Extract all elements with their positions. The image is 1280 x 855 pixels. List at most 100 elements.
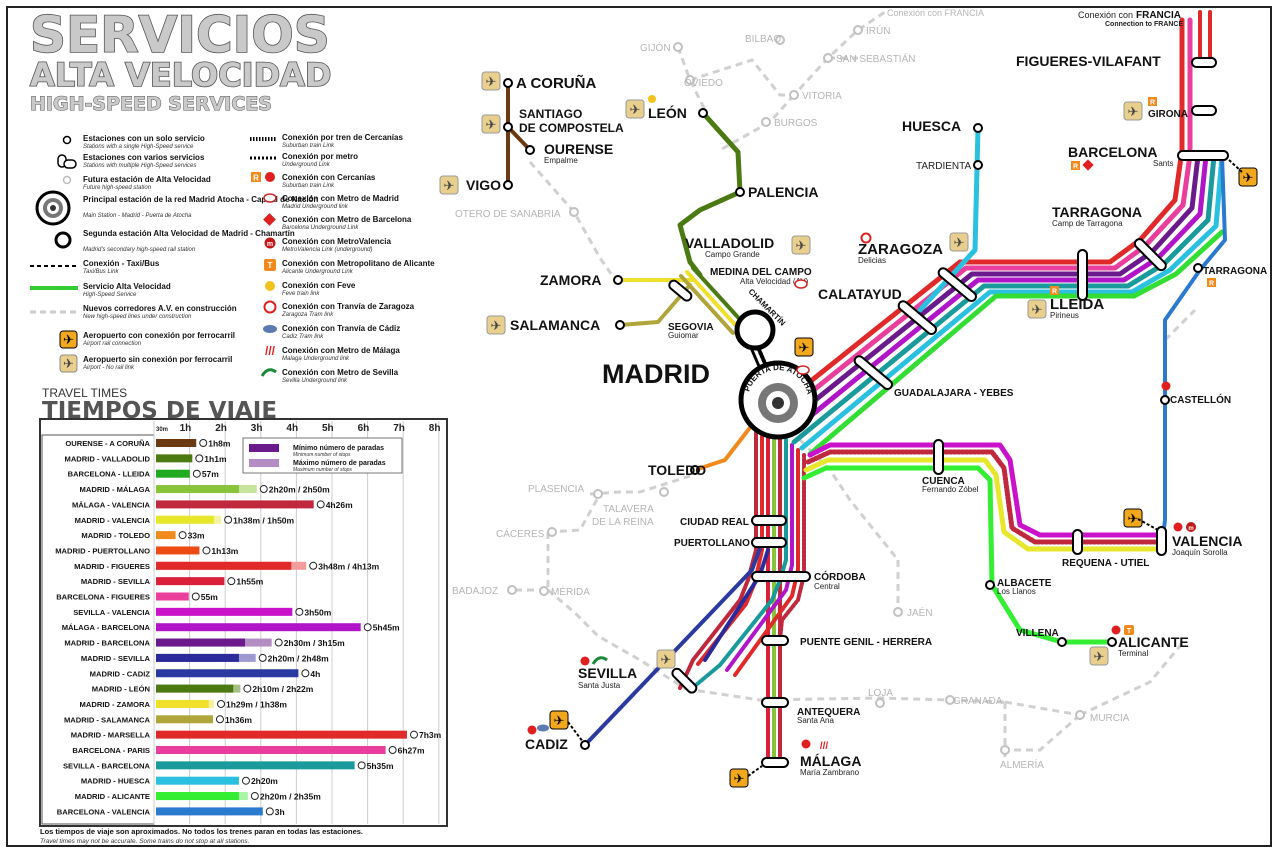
airport-norail-icon: ✈: [1089, 646, 1109, 666]
times-value-label: 1h36m: [225, 715, 252, 725]
label-cadiz: CADIZ: [525, 736, 568, 752]
legend-subtext: Feve train link: [282, 291, 320, 297]
capsule-puentegenil: [761, 635, 789, 646]
times-value-label: 1h29m / 1h38m: [226, 699, 287, 709]
label-palencia: PALENCIA: [748, 184, 819, 200]
label-antequera-sub: Santa Ana: [797, 716, 834, 725]
metro-bcn-icon: [1082, 159, 1094, 171]
station-leon: [698, 108, 708, 118]
label-castellon: CASTELLÓN: [1170, 393, 1231, 406]
svg-text:R: R: [1209, 281, 1214, 288]
station-palencia: [735, 187, 745, 197]
legend-col1: Estaciones con un solo servicio Stations…: [30, 134, 318, 373]
station-alicante: [1107, 637, 1117, 647]
line-toledo: [693, 423, 754, 472]
tram-zgz-icon: [860, 232, 872, 244]
capsule-medina: [668, 279, 693, 302]
times-bar-min: [156, 653, 239, 662]
legend-text: Conexión por tren de Cercanías: [282, 133, 403, 142]
map-frame: [6, 6, 1272, 847]
times-hour-label: 5h: [322, 423, 334, 434]
legend-feve-icon: [265, 281, 275, 291]
legend-subtext: Alicante Underground Link: [281, 269, 354, 275]
svg-text:m: m: [267, 241, 273, 248]
legend-multi-icon: [57, 154, 77, 169]
capsule-puertollano: [751, 537, 787, 548]
times-route-label: MADRID - ZAMORA: [80, 700, 151, 709]
times-route-label: MADRID - CADIZ: [90, 669, 151, 678]
legend-subtext: Sevilla Underground link: [282, 378, 348, 384]
future-almeria: ALMERÍA: [1000, 758, 1044, 771]
times-bar-min: [156, 439, 197, 447]
times-bar-min: [156, 715, 213, 724]
times-bar-min: [156, 807, 263, 816]
cercanias-icon: R: [1071, 161, 1080, 171]
times-value-label: 33m: [188, 531, 205, 541]
svg-text:✈: ✈: [954, 235, 965, 250]
times-value-label: 4h: [310, 669, 320, 679]
svg-text:✈: ✈: [799, 340, 810, 355]
legend-subtext: Barcelona Underground Link: [282, 225, 359, 231]
clock-icon: [316, 500, 325, 509]
times-hour-label: 2h: [215, 423, 227, 434]
label-ciudadreal: CIUDAD REAL: [680, 517, 749, 528]
capsule-guadalajara: [853, 355, 893, 391]
times-route-label: MADRID - SEVILLA: [81, 577, 151, 586]
legend-subtext: Malaga Underground link: [282, 356, 350, 362]
label-ourense: OURENSE: [544, 141, 613, 157]
cercanias-icon: R: [1148, 97, 1157, 107]
legend-text: Conexión por metro: [282, 152, 358, 161]
legend-text: Aeropuerto con conexión por ferrocarril: [83, 331, 235, 340]
label-barcelona: BARCELONA: [1068, 144, 1157, 160]
label-zaragoza-sub: Delicias: [858, 256, 886, 265]
times-bar-min: [156, 592, 189, 601]
times-route-label: BARCELONA - FIGUERES: [56, 593, 150, 602]
line-salamanca: [618, 283, 692, 327]
svg-text:✈: ✈: [1032, 302, 1043, 317]
future-caceres: CÁCERES: [496, 527, 545, 540]
legend-subtext: Future high-speed station: [83, 185, 152, 191]
line-malaga-valencia: [805, 449, 1163, 545]
label-huesca: HUESCA: [902, 118, 961, 134]
future-burgos: BURGOS: [774, 118, 818, 129]
capsule-tarragona: [1133, 238, 1167, 272]
airport-norail-icon: ✈: [1027, 299, 1047, 319]
times-legend-max-swatch: [249, 459, 279, 467]
cercanias-icon: [1111, 625, 1121, 635]
airport-norail-icon: ✈: [791, 235, 811, 255]
capsule-cuenca: [933, 439, 944, 475]
metro-alicante-icon: T: [1124, 625, 1134, 635]
legend-second-station-icon: [54, 231, 72, 249]
legend-text: Conexión con Tranvía de Cádiz: [282, 324, 400, 333]
label-tarragona: TARRAGONA: [1052, 204, 1142, 220]
svg-text:R: R: [1052, 289, 1057, 296]
airport-norail-icon: ✈: [486, 315, 506, 335]
legend-subtext: Underground Link: [282, 162, 331, 168]
times-bar-min: [156, 531, 176, 540]
future-merida: MÉRIDA: [551, 585, 590, 598]
times-route-label: MADRID - LEÓN: [92, 685, 150, 694]
station-tardienta: [973, 160, 983, 170]
times-hour-label: 7h: [393, 423, 405, 434]
future-stations: [507, 25, 1085, 755]
label-guadalajara: GUADALAJARA - YEBES: [894, 388, 1014, 399]
legend-metro-malaga-icon: ///: [265, 344, 276, 358]
times-bar-min: [156, 577, 225, 586]
legend-subtext: Airport rail connection: [82, 341, 142, 347]
times-value-label: 57m: [202, 469, 219, 479]
legend-future-icon: [62, 175, 72, 185]
label-santiago2: DE COMPOSTELA: [519, 121, 624, 135]
times-route-label: SEVILLA - VALENCIA: [73, 608, 150, 617]
airport-norail-icon: ✈: [949, 232, 969, 252]
clock-icon: [259, 485, 268, 494]
clock-icon: [202, 546, 211, 555]
future-jaen: JAÉN: [907, 606, 933, 619]
times-value-label: 1h1m: [204, 454, 227, 464]
metro-malaga-icon: ///: [820, 741, 829, 752]
legend-text: Conexión con Metro de Sevilla: [282, 368, 399, 377]
legend-text: Conexión con Feve: [282, 281, 356, 290]
future-vitoria: VITORIA: [802, 91, 842, 102]
clock-icon: [309, 561, 318, 570]
